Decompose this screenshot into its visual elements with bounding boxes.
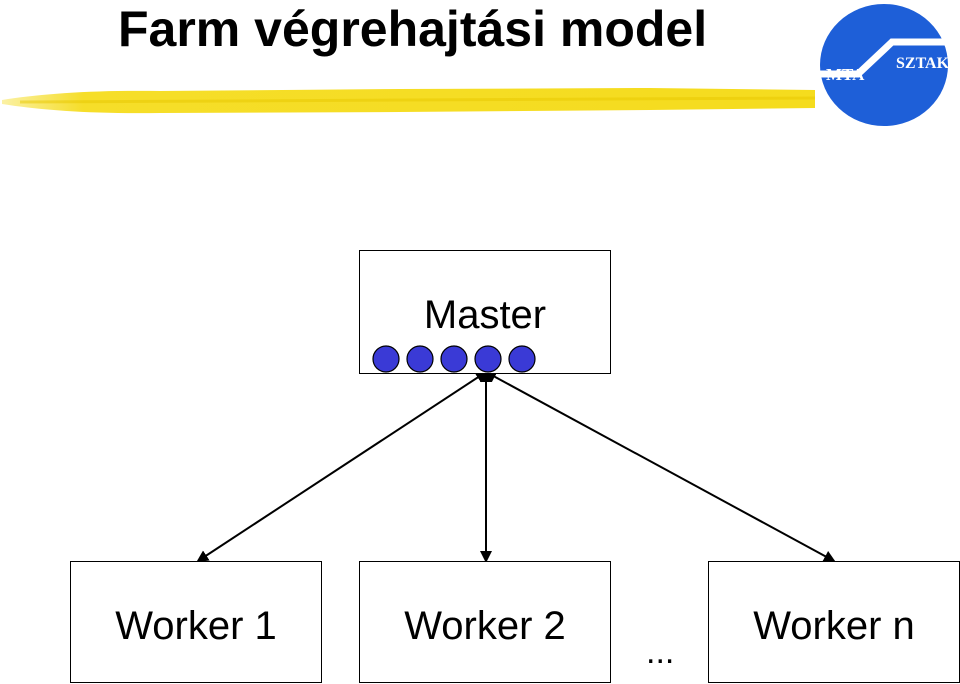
arrow-master-worker-1 [196, 370, 488, 563]
logo-circle [820, 4, 948, 126]
worker-label: Worker n [753, 604, 915, 648]
page-title: Farm végrehajtási model [118, 1, 708, 57]
task-token [508, 345, 536, 373]
worker-node-n: Worker n [708, 561, 960, 683]
task-queue [372, 345, 536, 373]
mta-sztaki-logo: MTA SZTAKI [820, 4, 950, 126]
worker-label: Worker 2 [404, 604, 566, 648]
arrow-master-worker-n [484, 371, 836, 562]
more-workers-ellipsis: ... [646, 633, 675, 671]
logo-left-text: MTA [826, 65, 865, 84]
logo-right-text: SZTAKI [896, 55, 950, 72]
title-underline-brush [2, 88, 816, 114]
logo-line [820, 38, 950, 78]
task-token [406, 345, 434, 373]
task-token [474, 345, 502, 373]
worker-node-2: Worker 2 [359, 561, 611, 683]
task-token [440, 345, 468, 373]
master-label: Master [423, 293, 547, 337]
worker-label: Worker 1 [115, 604, 277, 648]
worker-node-1: Worker 1 [70, 561, 322, 683]
task-token [372, 345, 400, 373]
